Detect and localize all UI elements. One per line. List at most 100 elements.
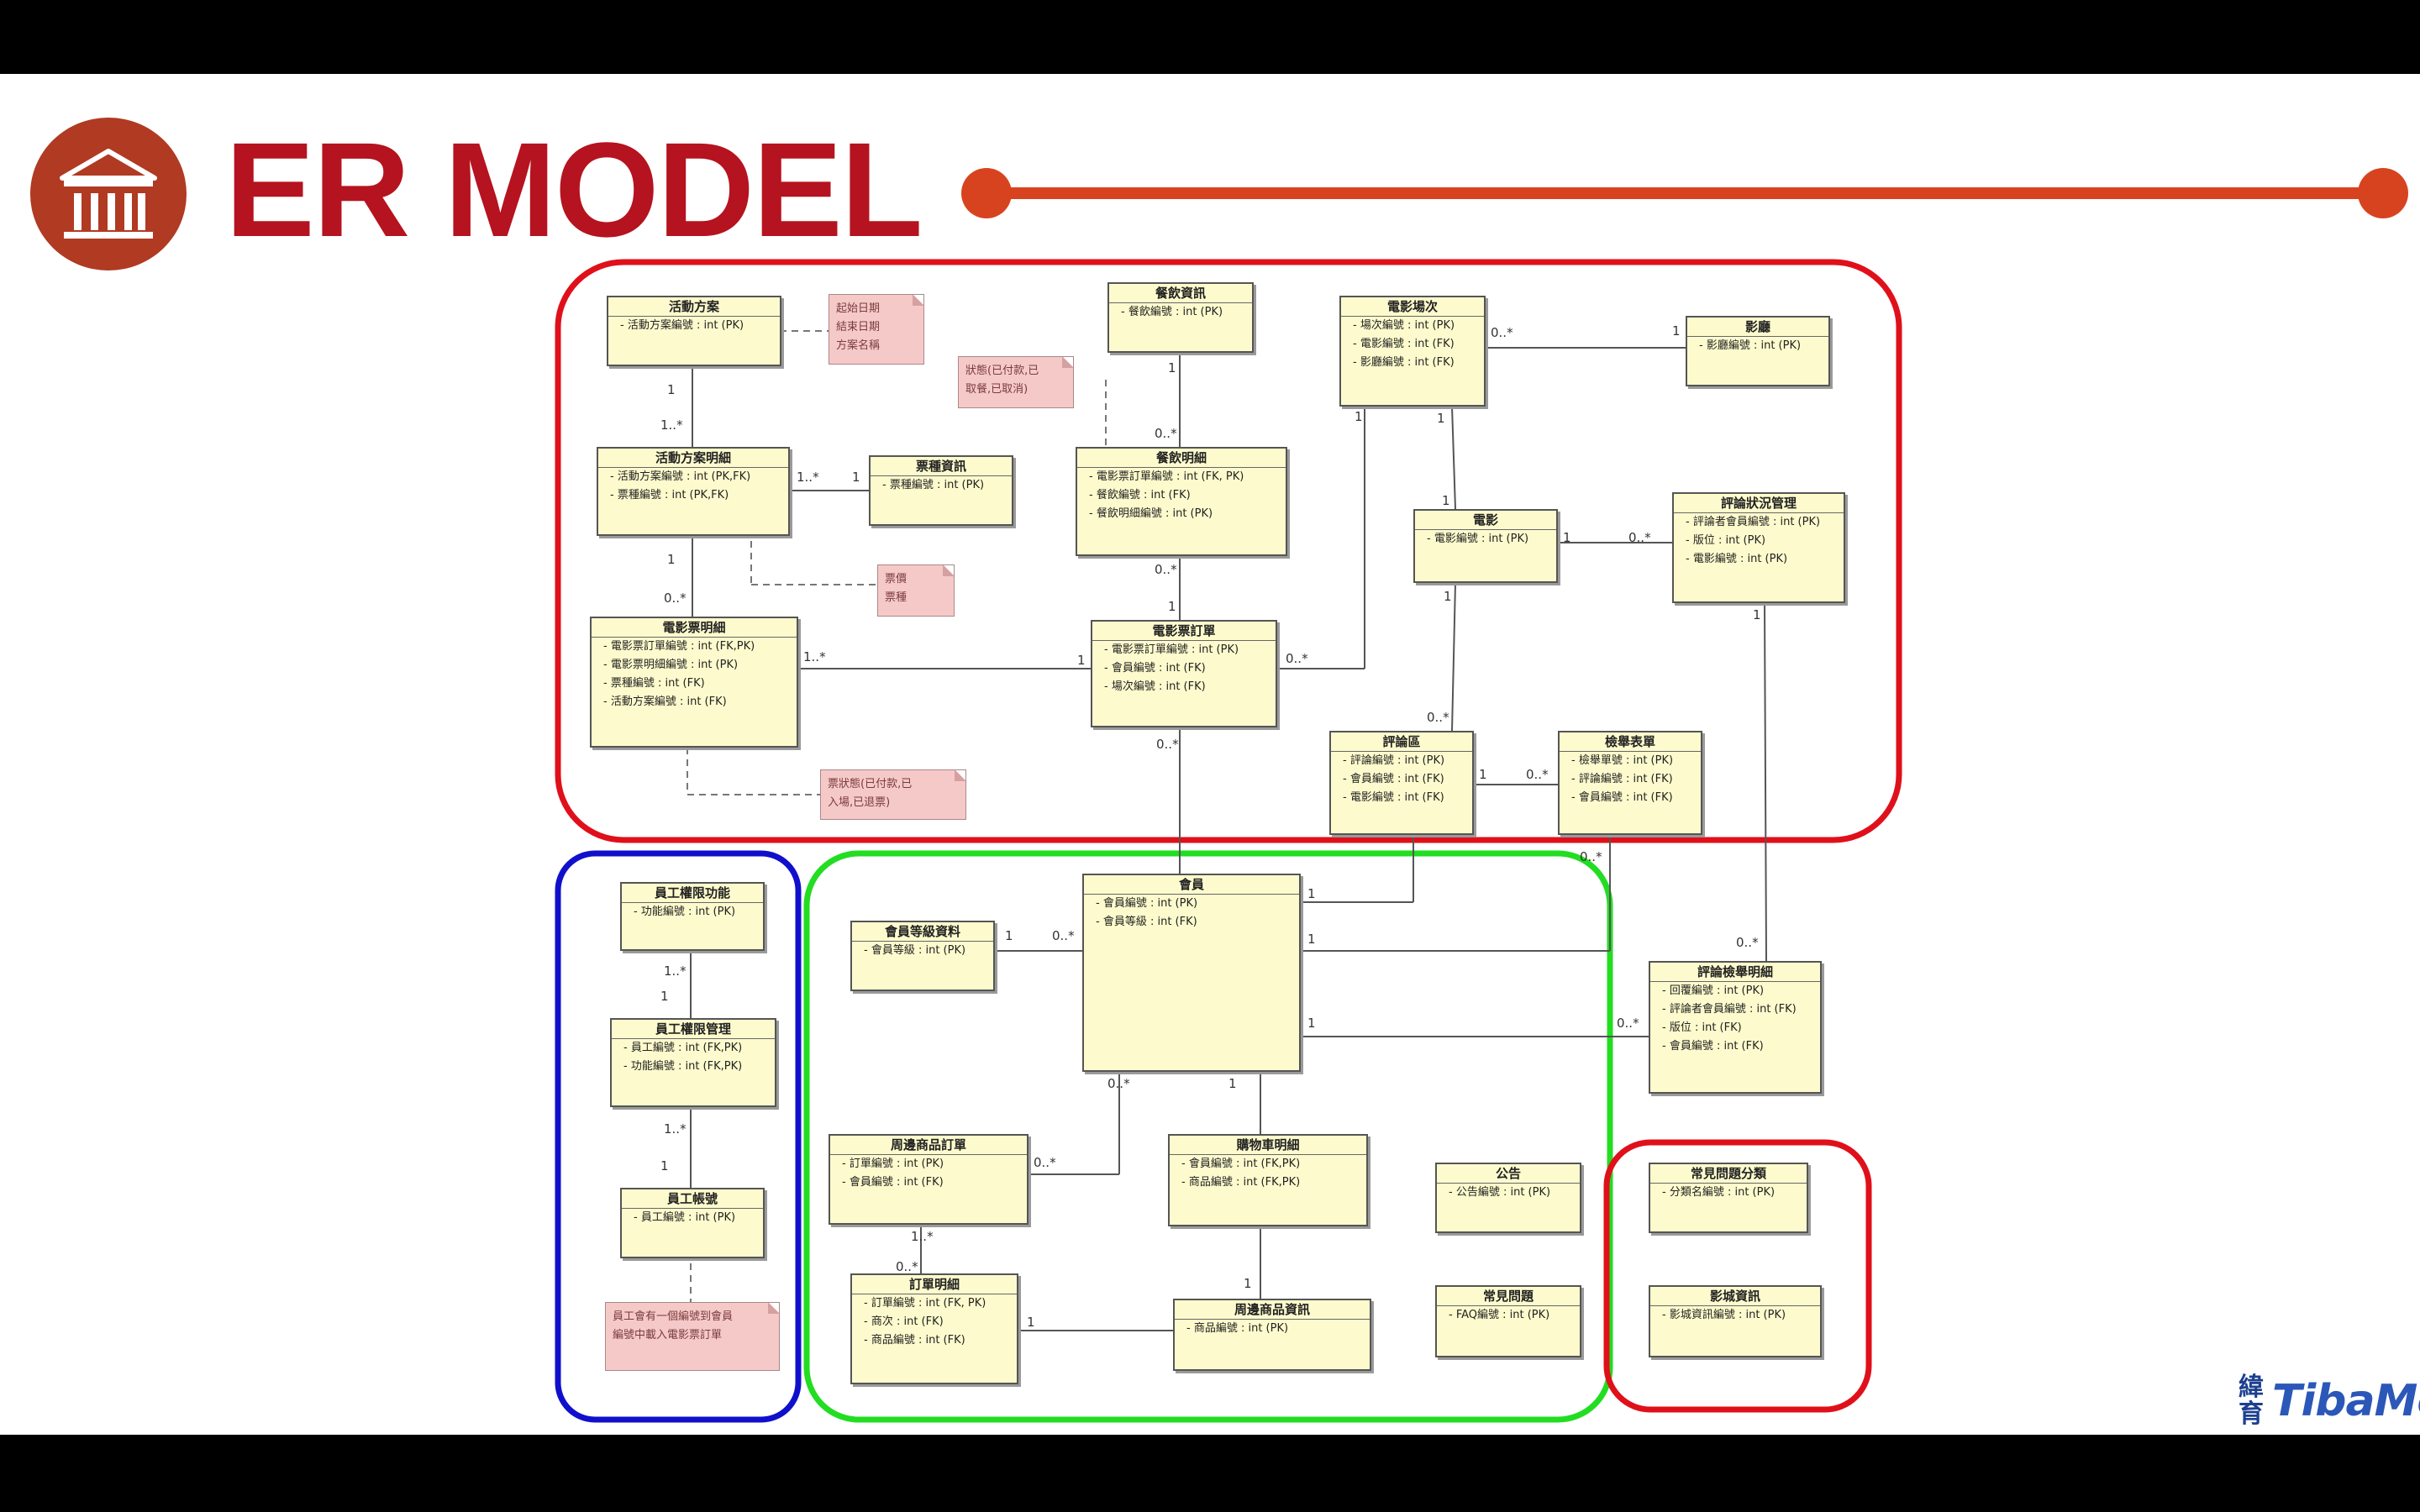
entity-name: 電影票明細 [592, 618, 797, 638]
entity-name: 餐飲明細 [1077, 449, 1286, 468]
entity-name: 評論區 [1331, 732, 1472, 752]
entity-e25[interactable]: 常見問題 - FAQ編號 : int (PK) [1435, 1285, 1581, 1357]
multiplicity-label: 1..* [803, 649, 826, 664]
entity-attribute: - 活動方案編號 : int (PK) [620, 319, 744, 332]
top-letterbox-bar [0, 0, 2420, 74]
entity-attribute: - 功能編號 : int (PK) [634, 906, 736, 918]
entity-attribute: - 商次 : int (FK) [864, 1315, 944, 1328]
note-line: 票種 [885, 591, 908, 604]
entity-attribute: - 商品編號 : int (FK) [864, 1334, 965, 1347]
multiplicity-label: 1..* [797, 470, 819, 485]
entity-attribute: - 檢舉單號 : int (PK) [1571, 754, 1674, 767]
entity-name: 影城資訊 [1650, 1287, 1820, 1306]
entity-name: 會員等級資料 [852, 922, 993, 942]
multiplicity-label: 0..* [1736, 935, 1759, 950]
entity-e7[interactable]: 電影票訂單 - 電影票訂單編號 : int (PK) - 會員編號 : int … [1091, 620, 1277, 727]
multiplicity-label: 0..* [1628, 530, 1651, 545]
entity-e20[interactable]: 周邊商品訂單 - 訂單編號 : int (PK) - 會員編號 : int (F… [829, 1134, 1028, 1225]
entity-e22[interactable]: 公告 - 公告編號 : int (PK) [1435, 1163, 1581, 1233]
multiplicity-label: 0..* [1034, 1155, 1056, 1170]
entity-attribute: - 電影票訂單編號 : int (PK) [1104, 643, 1239, 656]
multiplicity-label: 0..* [1427, 710, 1449, 725]
multiplicity-label: 0..* [1580, 849, 1602, 864]
group-border-green [803, 850, 1613, 1423]
entity-attribute: - 會員編號 : int (FK) [1662, 1040, 1764, 1053]
entity-name: 員工權限功能 [622, 884, 763, 903]
relationship-lines [690, 347, 1767, 1331]
entity-attribute: - 商品編號 : int (PK) [1186, 1322, 1289, 1335]
entity-e12[interactable]: 評論區 - 評論編號 : int (PK) - 會員編號 : int (FK) … [1329, 731, 1474, 835]
entity-e14[interactable]: 員工權限功能 - 功能編號 : int (PK) [620, 882, 765, 951]
entity-attribute: - 會員編號 : int (FK,PK) [1181, 1158, 1301, 1170]
entity-e6[interactable]: 餐飲明細 - 電影票訂單編號 : int (FK, PK) - 餐飲編號 : i… [1076, 447, 1287, 556]
entity-e17[interactable]: 會員 - 會員編號 : int (PK) - 會員等級 : int (FK) [1082, 874, 1301, 1072]
entity-name: 活動方案明細 [598, 449, 788, 468]
note-line: 票價 [885, 573, 908, 585]
multiplicity-label: 1 [667, 382, 676, 397]
entity-e16[interactable]: 員工帳號 - 員工編號 : int (PK) [620, 1188, 765, 1258]
entity-name: 活動方案 [608, 297, 780, 317]
entity-e4[interactable]: 電影票明細 - 電影票訂單編號 : int (FK,PK) - 電影票明細編號 … [590, 617, 798, 748]
note-line: 狀態(已付款,已 [965, 365, 1039, 377]
multiplicity-label: 0..* [896, 1259, 918, 1274]
entity-attribute: - 會員編號 : int (FK) [842, 1176, 944, 1189]
entity-e21[interactable]: 購物車明細 - 會員編號 : int (FK,PK) - 商品編號 : int … [1168, 1134, 1368, 1226]
entity-e11[interactable]: 評論狀況管理 - 評論者會員編號 : int (PK) - 版位 : int (… [1672, 492, 1845, 603]
entity-e2[interactable]: 活動方案明細 - 活動方案編號 : int (PK,FK) - 票種編號 : i… [597, 447, 790, 536]
entity-attribute: - 評論者會員編號 : int (FK) [1662, 1003, 1797, 1016]
group-border-red-top [555, 259, 1902, 843]
brand-logo: 緯育 TibaMe [2238, 1368, 2420, 1435]
multiplicity-label: 1..* [660, 417, 683, 433]
entity-e9[interactable]: 影廳 - 影廳編號 : int (PK) [1686, 316, 1830, 386]
multiplicity-label: 0..* [1052, 928, 1075, 943]
entity-attribute: - 評論編號 : int (FK) [1571, 773, 1673, 785]
entity-e23[interactable]: 訂單明細 - 訂單編號 : int (FK, PK) - 商次 : int (F… [850, 1273, 1018, 1384]
entity-e10[interactable]: 電影 - 電影編號 : int (PK) [1413, 509, 1558, 583]
entity-attribute: - 電影編號 : int (FK) [1343, 791, 1444, 804]
multiplicity-label: 1 [1355, 409, 1363, 424]
note-n3: 票價 票種 [877, 564, 955, 617]
multiplicity-label: 1 [660, 1158, 669, 1173]
entity-e18[interactable]: 會員等級資料 - 會員等級 : int (PK) [850, 921, 995, 991]
entity-e19[interactable]: 評論檢舉明細 - 回覆編號 : int (PK) - 評論者會員編號 : int… [1649, 961, 1822, 1094]
entity-e13[interactable]: 檢舉表單 - 檢舉單號 : int (PK) - 評論編號 : int (FK)… [1558, 731, 1702, 835]
entity-attribute: - 公告編號 : int (PK) [1449, 1186, 1551, 1199]
entity-e5[interactable]: 餐飲資訊 - 餐飲編號 : int (PK) [1107, 282, 1254, 353]
note-line: 方案名稱 [836, 339, 881, 352]
entity-name: 常見問題 [1437, 1287, 1580, 1306]
entity-attribute: - 電影票訂單編號 : int (FK,PK) [603, 640, 755, 653]
entity-e15[interactable]: 員工權限管理 - 員工編號 : int (FK,PK) - 功能編號 : int… [610, 1018, 776, 1107]
page-title: ER MODEL [225, 114, 923, 265]
entity-attribute: - 餐飲編號 : int (PK) [1121, 306, 1223, 318]
entity-attribute: - 餐飲明細編號 : int (PK) [1089, 507, 1213, 520]
classical-building-icon [30, 118, 187, 270]
entity-attribute: - 活動方案編號 : int (PK,FK) [610, 470, 751, 483]
entity-e27[interactable]: 影城資訊 - 影城資訊編號 : int (PK) [1649, 1285, 1822, 1357]
entity-name: 會員 [1084, 875, 1299, 895]
entity-attribute: - 電影編號 : int (PK) [1686, 553, 1788, 565]
multiplicity-label: 1 [1027, 1315, 1035, 1330]
note-line: 入場,已退票) [828, 796, 891, 809]
note-line: 取餐,已取消) [965, 383, 1028, 396]
entity-e3[interactable]: 票種資訊 - 票種編號 : int (PK) [869, 455, 1013, 526]
note-line: 起始日期 [836, 302, 881, 315]
entity-name: 周邊商品資訊 [1175, 1300, 1370, 1320]
entity-e8[interactable]: 電影場次 - 場次編號 : int (PK) - 電影編號 : int (FK)… [1339, 296, 1486, 407]
brand-mark: 緯育 [2238, 1373, 2264, 1429]
entity-e1[interactable]: 活動方案 - 活動方案編號 : int (PK) [607, 296, 781, 366]
entity-attribute: - 票種編號 : int (PK,FK) [610, 489, 729, 501]
entity-attribute: - 活動方案編號 : int (FK) [603, 696, 727, 708]
entity-e24[interactable]: 周邊商品資訊 - 商品編號 : int (PK) [1173, 1299, 1371, 1371]
multiplicity-label: 1..* [911, 1229, 934, 1244]
entity-attribute: - 電影票明細編號 : int (PK) [603, 659, 739, 671]
entity-e26[interactable]: 常見問題分類 - 分類名編號 : int (PK) [1649, 1163, 1808, 1233]
entity-attribute: - 影城資訊編號 : int (PK) [1662, 1309, 1786, 1321]
multiplicity-label: 1 [1307, 932, 1316, 947]
entity-attribute: - FAQ編號 : int (PK) [1449, 1309, 1550, 1321]
bottom-letterbox-bar [0, 1435, 2420, 1512]
entity-attribute: - 餐飲編號 : int (FK) [1089, 489, 1191, 501]
entity-attribute: - 分類名編號 : int (PK) [1662, 1186, 1776, 1199]
entity-attribute: - 票種編號 : int (FK) [603, 677, 705, 690]
entity-attribute: - 商品編號 : int (FK,PK) [1181, 1176, 1301, 1189]
entity-attribute: - 員工編號 : int (FK,PK) [623, 1042, 743, 1054]
